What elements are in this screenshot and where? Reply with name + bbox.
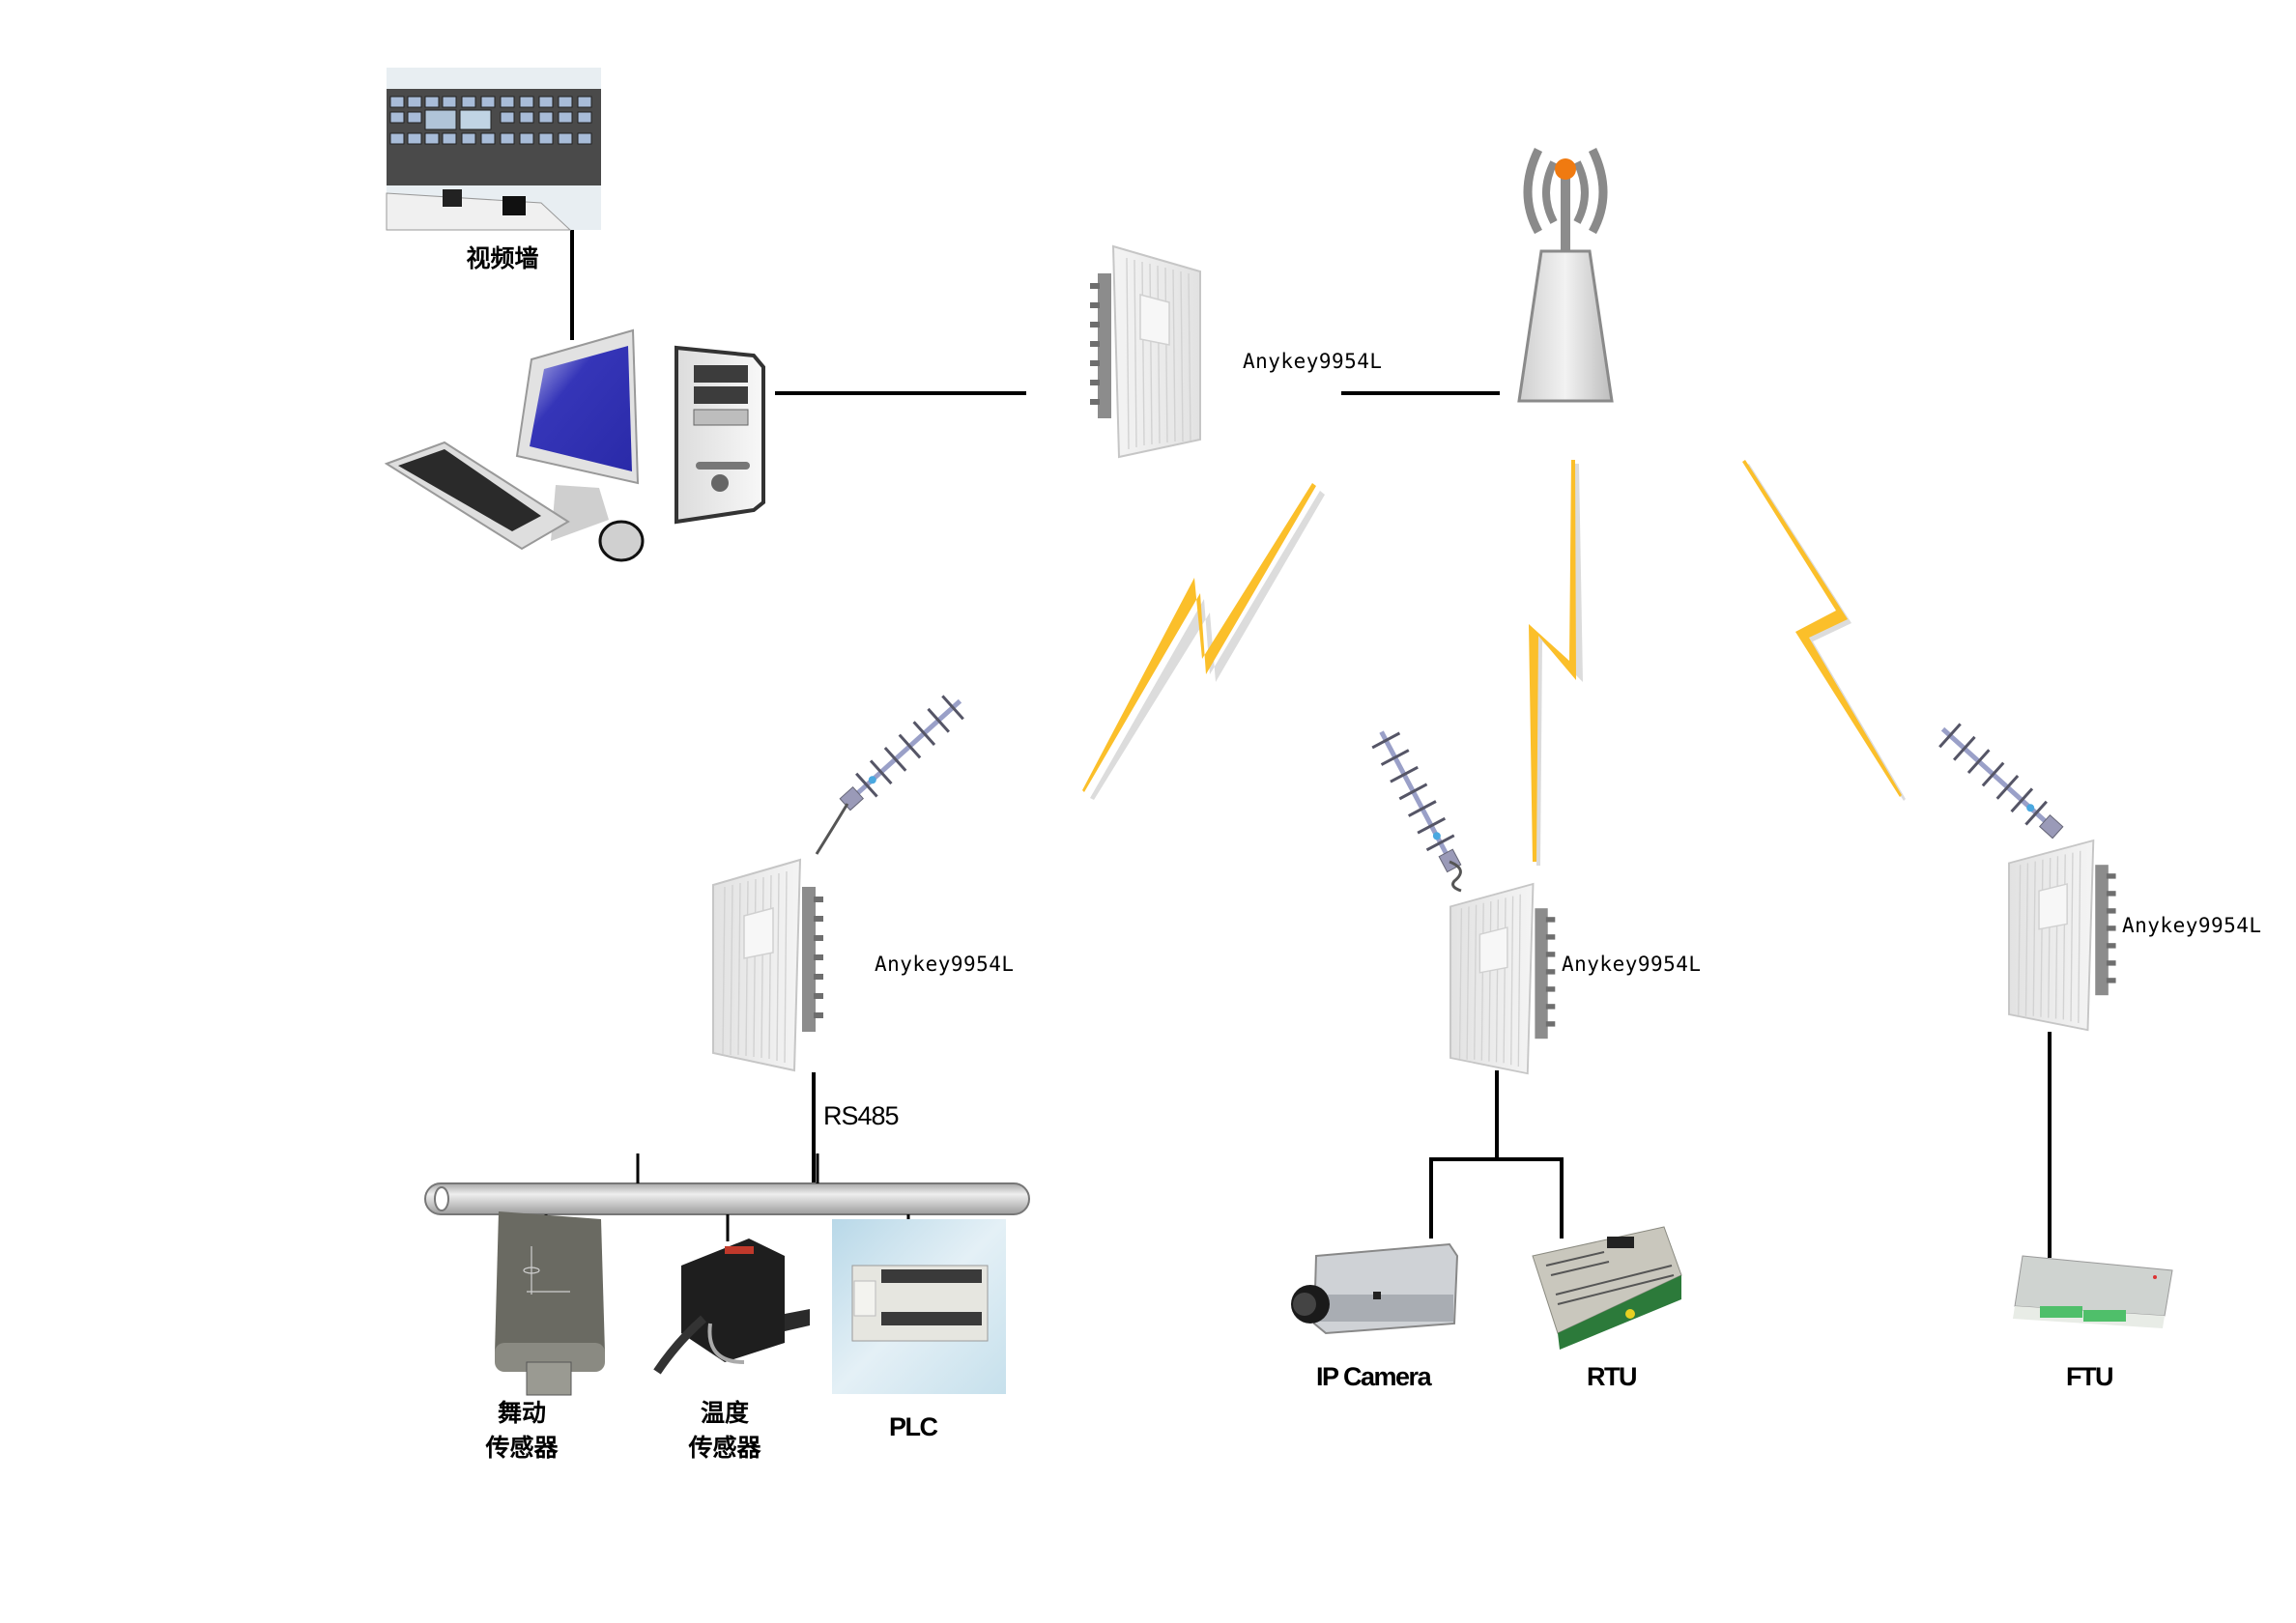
yagi-antenna-icon: [1367, 725, 1467, 893]
ftu-image: [2013, 1255, 2173, 1328]
temperature-sensor-label-line2: 传感器: [688, 1434, 761, 1462]
ip-camera-image: [1291, 1242, 1459, 1335]
temperature-sensor-label: 温度 传感器: [667, 1396, 783, 1466]
wireless-signals: [1082, 460, 1906, 866]
rs485-bus: [424, 1153, 1030, 1241]
node1-device-label: Anykey9954L: [875, 953, 1015, 976]
remote-node-1: [712, 690, 970, 1071]
node2-device-label: Anykey9954L: [1562, 953, 1702, 976]
base-radio-unit-icon: [1089, 245, 1201, 458]
node3-device-label: Anykey9954L: [2122, 914, 2262, 937]
galloping-sensor-image: [495, 1211, 605, 1396]
node2-branch-line: [1429, 1157, 1564, 1239]
radio-unit-icon: [2008, 840, 2117, 1032]
remote-node-3: [1933, 718, 2117, 1032]
radio-unit-icon: [1449, 883, 1557, 1075]
temperature-sensor-image: [653, 1239, 810, 1375]
ip-camera-label: IP Camera: [1316, 1362, 1432, 1391]
remote-node-2: [1367, 725, 1557, 1075]
plc-label: PLC: [889, 1412, 938, 1441]
video-wall-label: 视频墙: [466, 244, 539, 272]
galloping-sensor-label-line1: 舞动: [497, 1399, 546, 1427]
base-device-label: Anykey9954L: [1243, 350, 1383, 373]
lightning-bolt-icon: [1529, 460, 1583, 866]
lightning-bolt-icon: [1742, 460, 1906, 801]
ftu-label: FTU: [2066, 1362, 2113, 1391]
plc-image: [832, 1219, 1006, 1394]
temperature-sensor-label-line1: 温度: [700, 1399, 749, 1427]
rtu-image: [1532, 1226, 1682, 1350]
galloping-sensor-label: 舞动 传感器: [464, 1396, 580, 1466]
computer-workstation-icon: [384, 328, 765, 562]
yagi-antenna-icon: [1933, 718, 2068, 844]
connection-lines: [570, 230, 2052, 1258]
radio-unit-icon: [712, 859, 824, 1071]
wireless-tower-icon: [1517, 148, 1614, 403]
video-wall-image: [386, 68, 601, 231]
galloping-sensor-label-line2: 传感器: [485, 1434, 559, 1462]
rs485-label: RS485: [823, 1101, 900, 1130]
yagi-antenna-icon: [815, 690, 970, 855]
lightning-bolt-icon: [1082, 483, 1325, 800]
rtu-label: RTU: [1587, 1362, 1638, 1391]
